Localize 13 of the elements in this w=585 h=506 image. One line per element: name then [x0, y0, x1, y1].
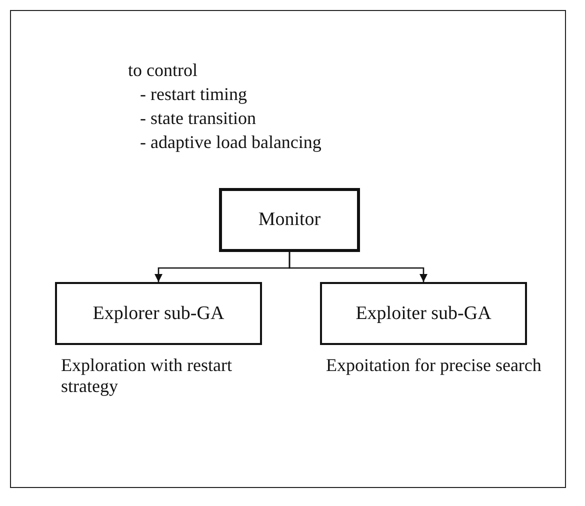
box-label: Explorer sub-GA [92, 302, 224, 324]
node-caption: Exploration with restart strategy [61, 355, 233, 397]
box-label: Exploiter sub-GA [356, 302, 492, 324]
node-caption: Expoitation for precise search [326, 355, 542, 376]
box-label: Monitor [258, 209, 321, 231]
note-text: to control [128, 60, 198, 81]
process-box [320, 282, 527, 345]
note-text: - restart timing [140, 84, 247, 105]
process-box [219, 188, 360, 252]
note-text: - state transition [140, 108, 256, 129]
note-text: - adaptive load balancing [140, 132, 322, 153]
process-box [55, 282, 262, 345]
arrow [288, 252, 428, 282]
